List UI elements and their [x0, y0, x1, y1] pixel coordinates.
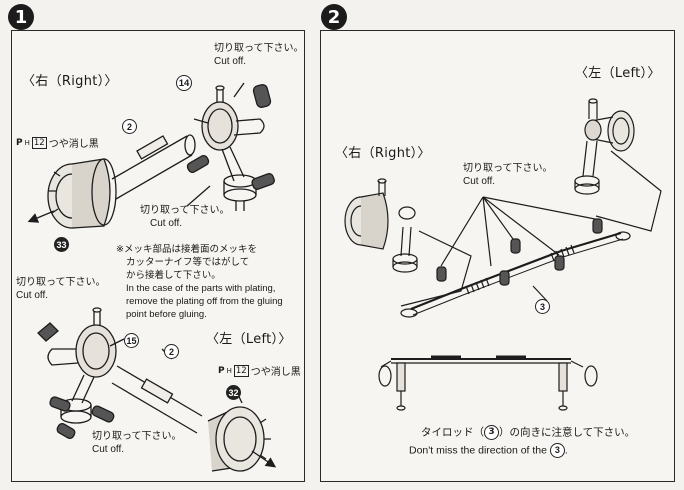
cut-off-label-en-3: Cut off.	[16, 290, 49, 301]
shaft-part-2-drawing	[111, 134, 196, 200]
part-number-33: 33	[54, 237, 69, 252]
plating-note-jp-1: ※メッキ部品は接着面のメッキを	[116, 244, 257, 255]
step-2-illustration	[344, 98, 662, 411]
knuckle-part-15-drawing	[37, 307, 117, 424]
step-2-panel: 〈左（Left）〉 〈右（Right）〉 切り取って下さい。 Cut off. …	[320, 30, 675, 482]
cut-off-label-jp-3: 切り取って下さい。	[16, 277, 106, 288]
plating-note-jp-3: から接着して下さい。	[126, 270, 221, 281]
cut-off-label-jp-2: 切り取って下さい。	[140, 205, 230, 216]
left-side-header: 〈左（Left）〉	[206, 332, 292, 347]
cut-off-label-en-4: Cut off.	[92, 444, 125, 455]
part-number-3: 3	[535, 299, 550, 314]
part-number-2-lower: 2	[164, 344, 179, 359]
right-side-header: 〈右（Right）〉	[22, 74, 118, 89]
tie-rod-note-en: Don't miss the direction of the 3.	[409, 443, 568, 458]
cut-off-label-jp-5: 切り取って下さい。	[463, 163, 553, 174]
runner-cut-drawings	[186, 84, 275, 190]
tie-rod-direction-diagram	[378, 355, 598, 411]
cut-off-label-jp: 切り取って下さい。	[214, 43, 304, 54]
part-number-2: 2	[122, 119, 137, 134]
part-number-3-inline: 3	[484, 425, 499, 440]
knuckle-part-14-drawing	[201, 85, 265, 211]
step-1-illustration	[27, 82, 277, 472]
step-number-1: 1	[8, 4, 34, 30]
left-side-header-2: 〈左（Left）〉	[575, 66, 661, 81]
right-side-header-2: 〈右（Right）〉	[335, 146, 431, 161]
left-knuckle-drawing	[574, 98, 662, 232]
plating-note-en-3: point before gluing.	[126, 309, 207, 320]
shaft-part-2-lower-drawing	[111, 365, 203, 434]
plating-note-jp-2: カッターナイフ等ではがして	[126, 257, 250, 268]
part-number-32: 32	[226, 385, 241, 400]
cut-off-label-en-5: Cut off.	[463, 176, 496, 187]
cut-off-label-jp-4: 切り取って下さい。	[92, 431, 182, 442]
runner-stubs	[436, 218, 603, 286]
hub-part-32-drawing	[207, 406, 271, 472]
plating-note-en-2: remove the plating off from the gluing	[126, 296, 283, 307]
part-number-15: 15	[124, 333, 139, 348]
hub-part-33-drawing	[47, 158, 117, 229]
tie-rod-note-jp: タイロッド（3）の向きに注意して下さい。	[421, 425, 636, 440]
cut-off-label-en: Cut off.	[214, 56, 247, 67]
plating-note-en-1: In the case of the parts with plating,	[126, 283, 276, 294]
right-knuckle-drawing	[344, 178, 472, 307]
step-number-2: 2	[321, 4, 347, 30]
tie-rod-part-3-drawing	[400, 231, 631, 318]
part-number-14: 14	[176, 75, 192, 91]
part-number-3-inline-en: 3	[549, 443, 565, 458]
cut-off-label-en-2: Cut off.	[150, 218, 183, 229]
